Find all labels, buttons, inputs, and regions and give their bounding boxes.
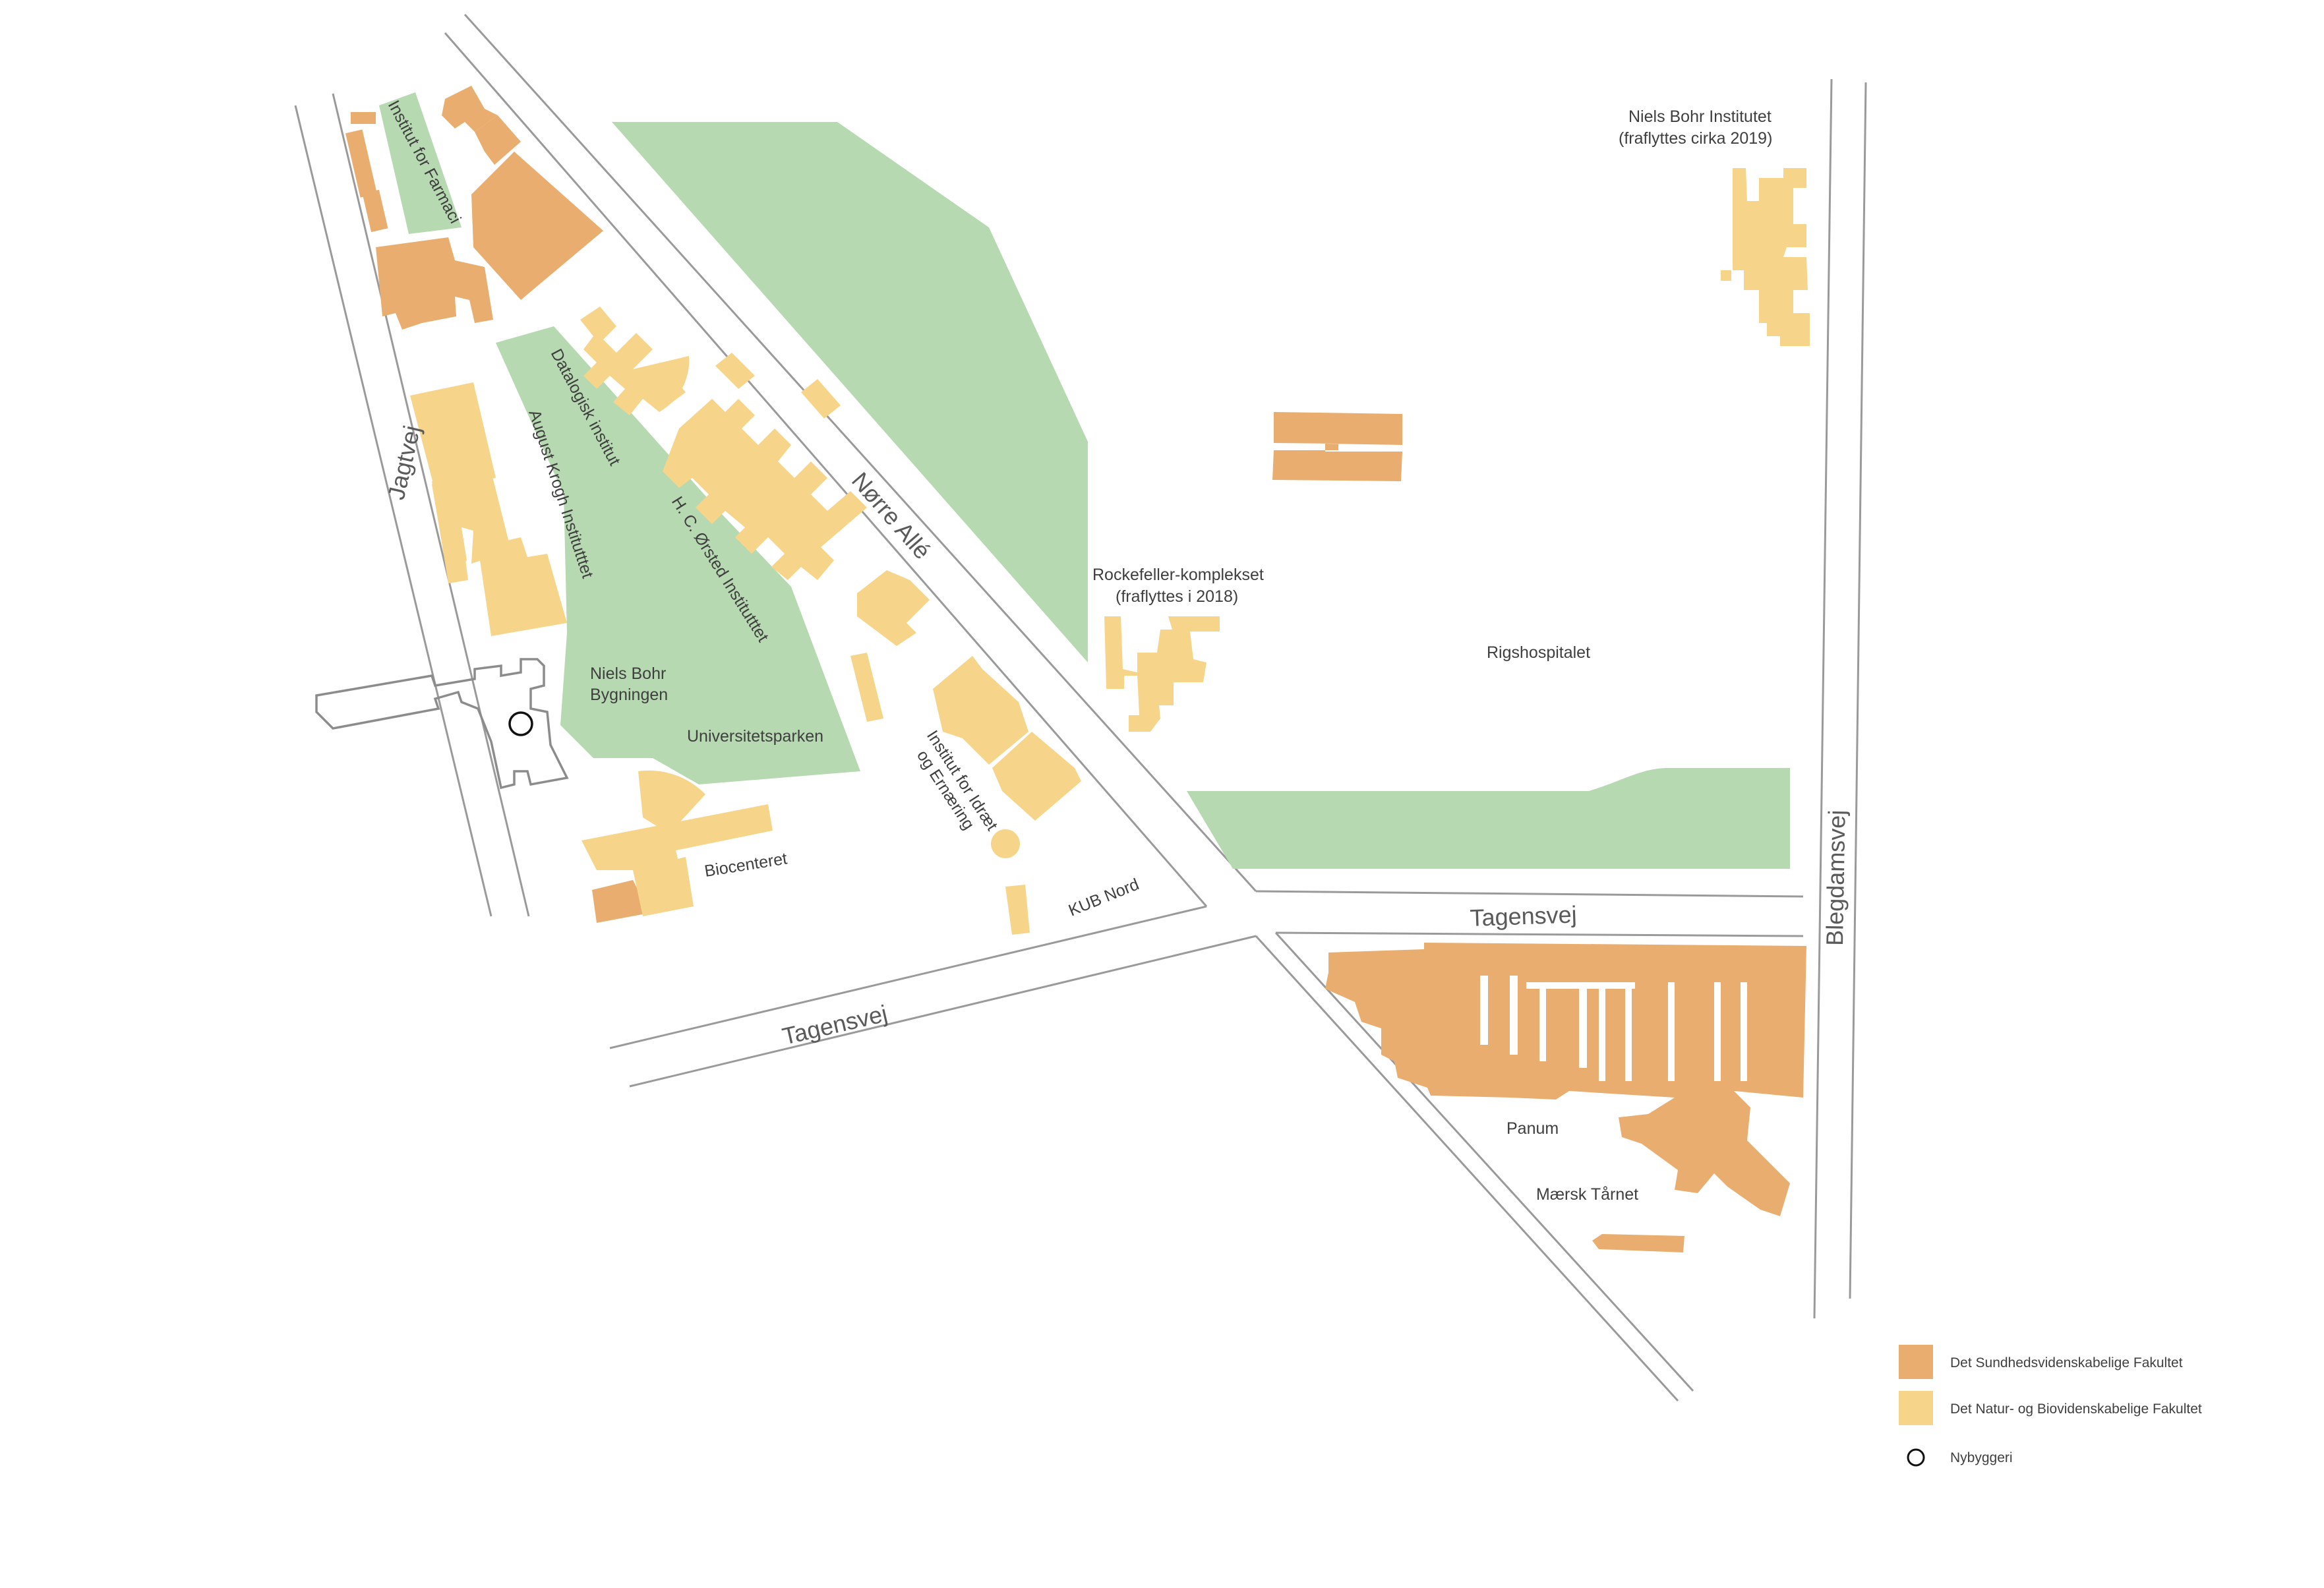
- building-orsted-ne-spur-2: [801, 379, 841, 419]
- label-rigshospitalet: Rigshospitalet: [1487, 643, 1590, 662]
- label-norre-alle: Nørre Allé: [847, 467, 936, 564]
- building-idraet-rotunda: [991, 829, 1020, 858]
- green-areas: [379, 92, 1790, 869]
- park-universitetsparken: [496, 326, 860, 784]
- building-panum: [1325, 943, 1806, 1216]
- label-blegdamsvej: Blegdamsvej: [1821, 809, 1851, 946]
- label-tagensvej-east: Tagensvej: [1470, 900, 1577, 931]
- label-tagensvej-west: Tagensvej: [780, 999, 890, 1049]
- building-kub-nord: [1005, 885, 1030, 935]
- label-nbi-1: Niels Bohr Institutet: [1628, 107, 1772, 126]
- label-jagtvej: Jagtvej: [382, 423, 426, 502]
- legend-symbol-nybyggeri: [1907, 1448, 1925, 1467]
- building-farmaci-small-3: [362, 189, 388, 233]
- building-biocenter: [581, 804, 773, 898]
- sund-buildings: [345, 86, 1933, 1379]
- road-south-diagonal-east-edge: [1274, 931, 1694, 1392]
- building-idraet-1: [933, 656, 1028, 765]
- road-tagensvej-east-north-edge: [1255, 890, 1804, 898]
- building-farmaci-connector: [399, 274, 429, 303]
- label-universitetsparken: Universitetsparken: [687, 727, 823, 746]
- building-nbi-annex: [1721, 270, 1731, 281]
- building-small-strip: [850, 653, 883, 722]
- building-farmaci-complex: [376, 237, 493, 330]
- legend: Det Sundhedsvidenskabelige Fakultet Det …: [1950, 1355, 2202, 1465]
- label-biocenteret: Biocenteret: [703, 849, 789, 880]
- building-biocenter-south: [633, 857, 694, 916]
- road-jagtvej-west-edge: [294, 105, 492, 917]
- building-nbi: [1733, 168, 1810, 346]
- building-farmaci-small-2: [345, 129, 377, 198]
- building-rockefeller-yellow: [1104, 616, 1220, 732]
- legend-label-nybyggeri: Nybyggeri: [1950, 1450, 2013, 1465]
- building-norre-alle-mid: [857, 570, 930, 646]
- road-network: [294, 13, 1867, 1402]
- label-nbi-2: (fraflyttes cirka 2019): [1619, 129, 1772, 148]
- building-maersk-annex: [1592, 1234, 1684, 1252]
- building-datalogisk-rotunda: [633, 356, 690, 412]
- nybyggeri-marker: [508, 711, 533, 736]
- road-norre-alle-west-edge: [444, 32, 1208, 907]
- road-tagensvej-east-south-edge: [1275, 931, 1804, 937]
- building-rockefeller-h: [1272, 412, 1402, 481]
- road-norre-alle-east-edge: [463, 13, 1257, 893]
- road-south-diagonal-west-edge: [1255, 935, 1679, 1402]
- label-maersk: Mærsk Tårnet: [1536, 1185, 1638, 1204]
- panum-courtyards: [1480, 976, 1747, 1081]
- building-pharma-diamond: [471, 152, 603, 300]
- label-rockefeller-1: Rockefeller-komplekset: [1092, 566, 1264, 584]
- building-jagtvej-north: [410, 382, 496, 491]
- building-jagtvej-bar: [432, 478, 468, 583]
- road-blegdamsvej-west-edge: [1813, 78, 1833, 1319]
- legend-swatch-natbio: [1899, 1391, 1933, 1425]
- label-rockefeller-2: (fraflyttes i 2018): [1116, 587, 1238, 606]
- road-blegdamsvej-east-edge: [1849, 82, 1867, 1299]
- legend-label-natbio: Det Natur- og Biovidenskabelige Fakultet: [1950, 1401, 2202, 1417]
- label-kub-nord: KUB Nord: [1066, 875, 1142, 920]
- legend-swatch-sund: [1899, 1345, 1933, 1379]
- label-panum: Panum: [1506, 1119, 1559, 1138]
- building-biocenter-orange-corner: [592, 880, 649, 923]
- building-pharma-north-1: [442, 86, 498, 132]
- label-niels-bohr-bygningen-1: Niels Bohr: [590, 664, 666, 683]
- park-farmaci-strip: [379, 92, 462, 234]
- new-construction: [315, 658, 1925, 1467]
- park-rigshospitalet-lawn: [1187, 768, 1790, 869]
- building-jagtvej-south: [478, 537, 567, 636]
- natbio-buildings: [410, 168, 1933, 1425]
- building-nybyggeri-outline: [315, 658, 569, 790]
- building-biocenter-fan: [638, 770, 705, 834]
- road-tagensvej-west-north-edge: [609, 905, 1207, 1049]
- building-pharma-north-2: [475, 115, 521, 165]
- road-jagtvej-east-edge: [332, 93, 530, 917]
- building-idraet-2: [992, 732, 1081, 821]
- legend-label-sund: Det Sundhedsvidenskabelige Fakultet: [1950, 1355, 2183, 1370]
- building-orsted-ne-spur: [715, 353, 755, 389]
- building-farmaci-small-1: [351, 112, 376, 124]
- road-tagensvej-west-south-edge: [629, 935, 1257, 1088]
- park-north-east-of-norre-alle: [612, 122, 1088, 662]
- label-niels-bohr-bygningen-2: Bygningen: [590, 686, 668, 704]
- building-orsted-comb: [663, 399, 867, 580]
